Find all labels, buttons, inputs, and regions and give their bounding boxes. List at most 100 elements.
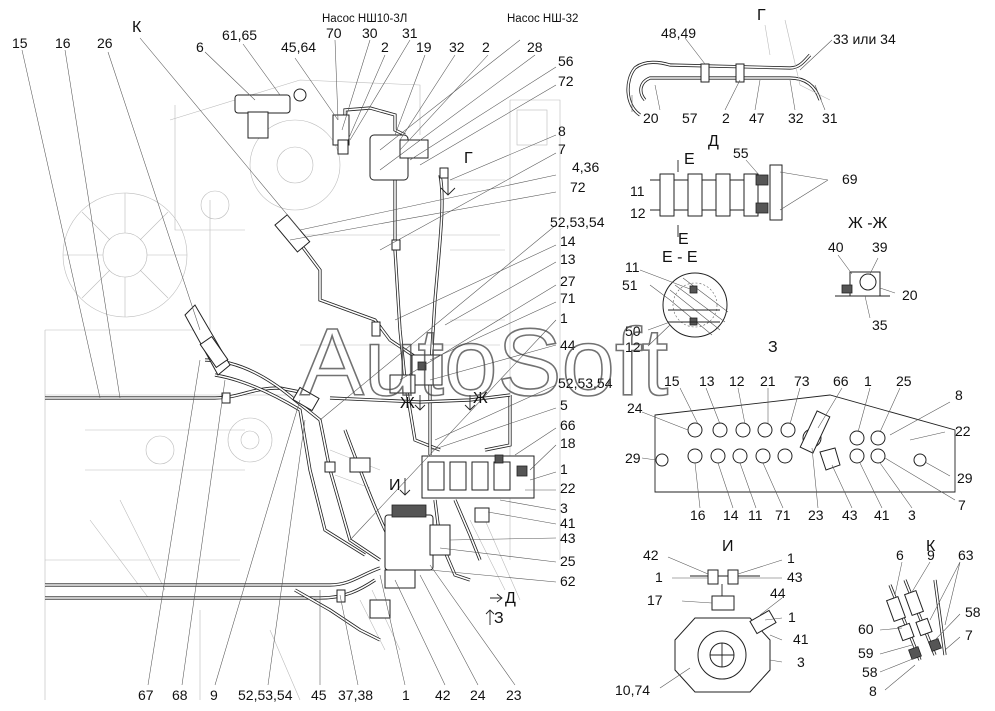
view-d-section-mark-bottom: Е bbox=[678, 231, 689, 248]
callout: 16 bbox=[690, 507, 706, 523]
callout: 32 bbox=[449, 39, 465, 55]
callout: 6 bbox=[196, 39, 204, 55]
view-i: И 42 1 1 43 44 17 1 41 3 10,74 bbox=[615, 538, 809, 698]
view-k-title: К bbox=[926, 538, 936, 555]
callout: 28 bbox=[527, 39, 543, 55]
callout: 5 bbox=[560, 397, 568, 413]
arrow-i-label: И bbox=[389, 477, 401, 494]
callout: 11 bbox=[630, 183, 645, 199]
callout: 9 bbox=[210, 687, 218, 703]
view-z: З 15 13 12 21 73 66 1 2 bbox=[625, 339, 973, 523]
callout: 1 bbox=[402, 687, 410, 703]
view-g-title: Г bbox=[757, 7, 766, 24]
callout: 8 bbox=[869, 683, 877, 699]
callout: 39 bbox=[872, 239, 888, 255]
callout: 43 bbox=[842, 507, 858, 523]
callout: 31 bbox=[402, 25, 418, 41]
callout: 45,64 bbox=[281, 39, 316, 55]
arrow-zh-right-label: Ж bbox=[473, 390, 488, 407]
callout: 48,49 bbox=[661, 25, 696, 41]
callout: 52,53,54 bbox=[558, 375, 613, 391]
callout: 16 bbox=[55, 35, 71, 51]
callout: 51 bbox=[622, 277, 638, 293]
callout: 45 bbox=[311, 687, 327, 703]
callout: 31 bbox=[822, 110, 838, 126]
callout: 23 bbox=[808, 507, 824, 523]
callout: 52,53,54 bbox=[550, 214, 605, 230]
callout: 3 bbox=[797, 654, 805, 670]
pump-nsh10-label: Насос НШ10-3Л bbox=[322, 13, 407, 25]
callout: 17 bbox=[647, 592, 663, 608]
callout: 1 bbox=[655, 569, 663, 585]
callout: 1 bbox=[788, 609, 796, 625]
callout: 72 bbox=[570, 179, 586, 195]
callout: 14 bbox=[560, 233, 576, 249]
callout: 42 bbox=[643, 547, 659, 563]
arrow-z-label: З bbox=[494, 610, 504, 627]
callout: 61,65 bbox=[222, 27, 257, 43]
arrow-d-label: Д bbox=[505, 590, 516, 607]
callout: 66 bbox=[833, 373, 849, 389]
callout: 44 bbox=[560, 337, 576, 353]
callout: 57 bbox=[682, 110, 698, 126]
callout: 43 bbox=[787, 569, 803, 585]
view-d-title: Д bbox=[708, 133, 719, 150]
arrow-g-label: Г bbox=[464, 150, 473, 167]
section-zhzh: Ж -Ж 40 39 20 35 bbox=[828, 215, 918, 333]
callout: 33 или 34 bbox=[833, 31, 896, 47]
callout: 1 bbox=[560, 310, 568, 326]
callout: 20 bbox=[902, 287, 918, 303]
callout: 47 bbox=[749, 110, 765, 126]
callout: 14 bbox=[723, 507, 739, 523]
callout: 44 bbox=[770, 585, 786, 601]
section-ee-title: Е - Е bbox=[662, 249, 698, 266]
watermark: AutoSoft bbox=[300, 309, 668, 416]
callout: 58 bbox=[965, 604, 981, 620]
callout: 69 bbox=[842, 171, 858, 187]
callout: 3 bbox=[908, 507, 916, 523]
callout: 12 bbox=[625, 339, 641, 355]
callout: 2 bbox=[482, 39, 490, 55]
callout: 42 bbox=[435, 687, 451, 703]
main-view-labels: К Насос НШ10-3Л Насос НШ-32 Г Ж Ж И Д З … bbox=[12, 13, 613, 703]
callout: 32 bbox=[788, 110, 804, 126]
pump-nsh32-label: Насос НШ-32 bbox=[507, 13, 578, 25]
callout: 1 bbox=[560, 461, 568, 477]
callout: 56 bbox=[558, 53, 574, 69]
callout: 8 bbox=[955, 387, 963, 403]
view-k-marker: К bbox=[132, 19, 142, 36]
main-components bbox=[184, 88, 535, 625]
callout: 7 bbox=[965, 627, 973, 643]
callout: 9 bbox=[927, 547, 935, 563]
hydraulic-lines bbox=[45, 106, 512, 642]
callout: 22 bbox=[955, 423, 971, 439]
view-d: Д Е Е 55 69 11 12 bbox=[630, 133, 858, 248]
callout: 21 bbox=[760, 373, 776, 389]
callout: 23 bbox=[506, 687, 522, 703]
callout: 11 bbox=[625, 259, 640, 275]
callout: 10,74 bbox=[615, 682, 650, 698]
callout: 13 bbox=[560, 251, 576, 267]
callout: 25 bbox=[560, 553, 576, 569]
callout: 40 bbox=[828, 239, 844, 255]
view-i-title: И bbox=[722, 538, 734, 555]
callout: 4,36 bbox=[572, 159, 599, 175]
callout: 6 bbox=[896, 547, 904, 563]
callout: 72 bbox=[558, 73, 574, 89]
leader-lines bbox=[21, 37, 557, 686]
callout: 15 bbox=[664, 373, 680, 389]
callout: 41 bbox=[874, 507, 890, 523]
arrow-zh-left-label: Ж bbox=[400, 395, 415, 412]
section-zhzh-title: Ж -Ж bbox=[848, 215, 888, 232]
callout: 13 bbox=[699, 373, 715, 389]
callout: 29 bbox=[625, 450, 641, 466]
callout: 67 bbox=[138, 687, 154, 703]
callout: 19 bbox=[416, 39, 432, 55]
callout: 12 bbox=[630, 205, 646, 221]
view-k: К 6 9 63 58 7 60 59 58 8 bbox=[858, 538, 981, 699]
callout: 29 bbox=[957, 470, 973, 486]
callout: 71 bbox=[775, 507, 791, 523]
callout: 66 bbox=[560, 417, 576, 433]
callout: 26 bbox=[97, 35, 113, 51]
